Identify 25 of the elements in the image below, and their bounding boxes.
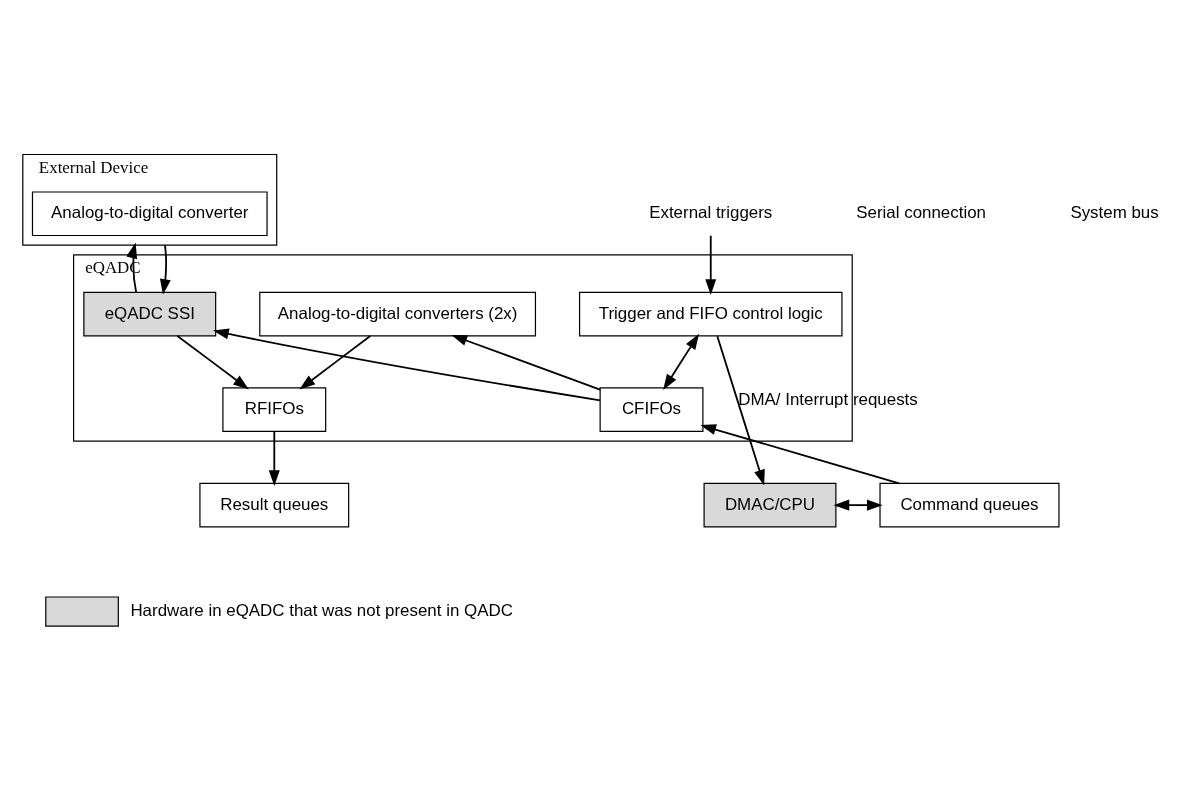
arrow (299, 334, 372, 389)
arrow (176, 334, 249, 389)
node-box: DMAC/CPU (703, 482, 837, 527)
node-text: External triggers (649, 202, 773, 222)
label: Serial connection (856, 202, 986, 222)
node-box: Analog-to-digital converters (2x) (259, 291, 537, 336)
node-box: RFIFOs (222, 386, 327, 432)
legend-label: Hardware in eQADC that was not present in QADC (130, 600, 513, 620)
arrow (705, 234, 717, 295)
arrow (159, 243, 171, 295)
arrow (213, 327, 601, 401)
arrow (451, 334, 601, 390)
arrow (663, 333, 700, 390)
arrow (268, 430, 280, 486)
node-box: CFIFOs (599, 386, 704, 432)
node-box: Trigger and FIFO control logic (578, 291, 843, 336)
arrow (716, 334, 765, 486)
arrow (833, 499, 883, 511)
arrow (700, 423, 901, 484)
edge-label: DMA/ Interrupt requests (738, 389, 918, 409)
node-box: Analog-to-digital converter (31, 190, 268, 236)
node-box: Command queues (879, 482, 1060, 527)
node-box: Result queues (199, 482, 350, 527)
node-box: eQADC SSI (83, 291, 217, 336)
label: System bus (1070, 202, 1159, 222)
